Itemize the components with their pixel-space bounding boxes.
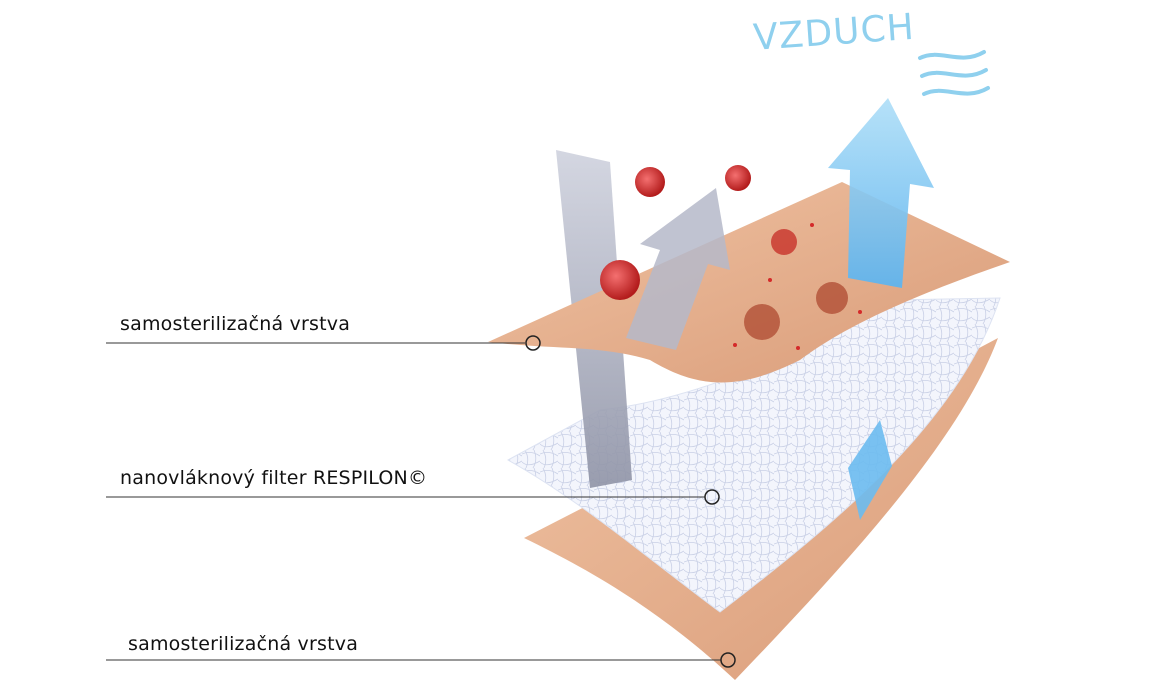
top-layer-label: samosterilizačná vrstva: [120, 313, 351, 335]
bottom-layer-label: samosterilizačná vrstva: [128, 633, 359, 655]
deflected-arrow-icon: [626, 188, 730, 350]
virus-remains-icon: [733, 223, 862, 350]
air-flow-arrow-icon: [828, 98, 934, 520]
callout-top: [106, 335, 541, 351]
callout-bottom: [106, 652, 736, 668]
filter-layer-label: nanovláknový filter RESPILON©: [120, 467, 428, 489]
wind-icon: [918, 50, 990, 96]
virus-icon: [600, 165, 751, 300]
callout-middle: [106, 489, 720, 505]
